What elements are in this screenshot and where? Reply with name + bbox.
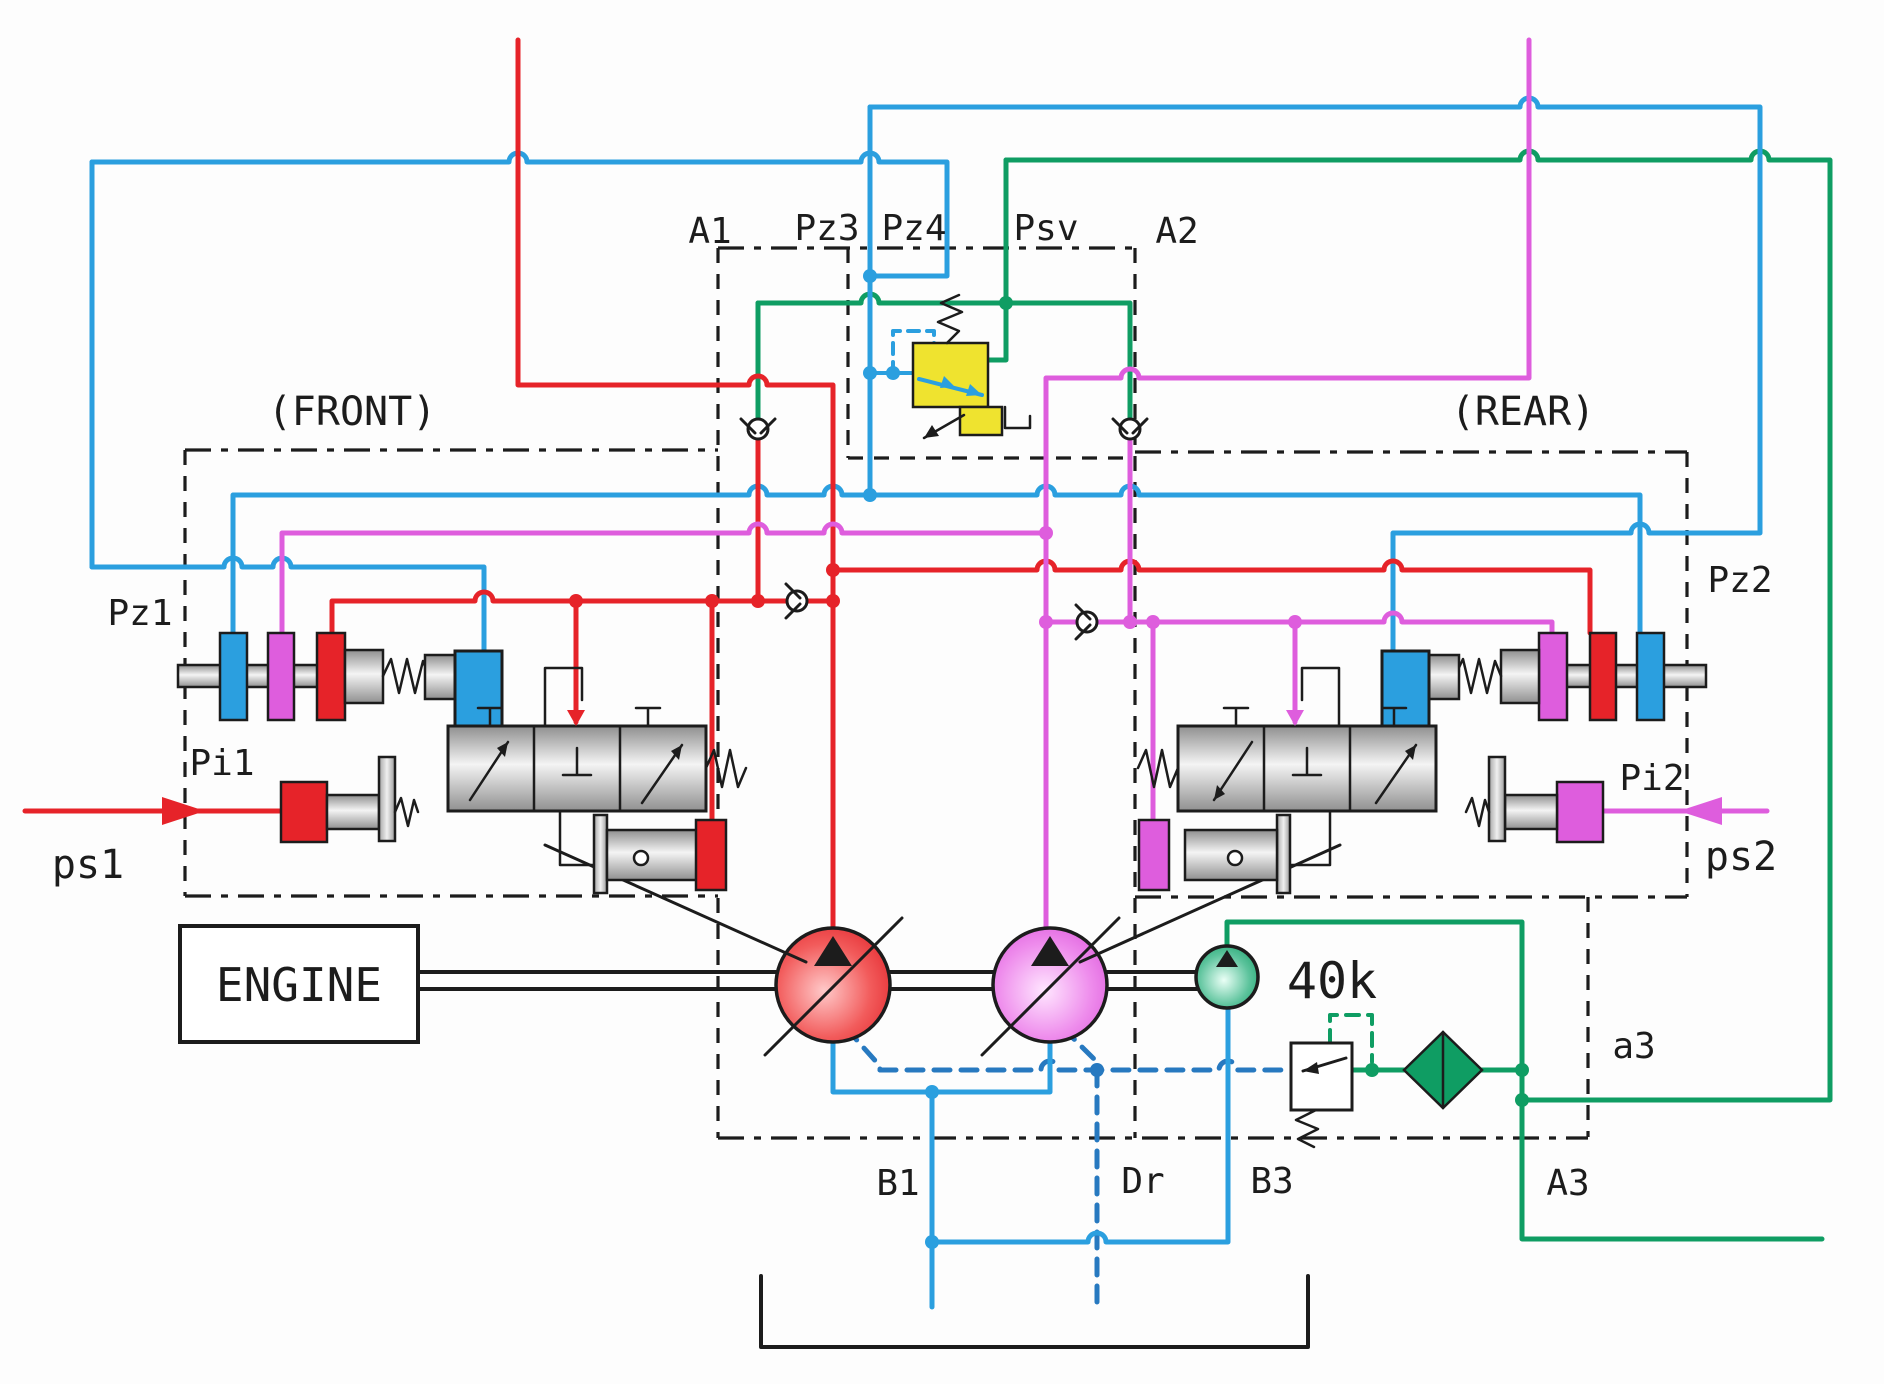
drive-shaft bbox=[416, 970, 1199, 991]
front-servo-piston bbox=[176, 631, 504, 742]
junction-dots bbox=[569, 269, 1529, 1249]
label-ps2: ps2 bbox=[1705, 834, 1777, 880]
front-follower-piston bbox=[592, 813, 728, 895]
port-labels: A1 Pz3 Pz4 Psv A2 (FRONT) (REAR) Pz1 Pz2… bbox=[52, 208, 1777, 1204]
label-dr: Dr bbox=[1121, 1161, 1164, 1202]
solenoid-valve-icon bbox=[911, 293, 1032, 440]
ps1-arrow bbox=[162, 797, 205, 825]
label-pz1: Pz1 bbox=[107, 593, 172, 634]
label-a3: A3 bbox=[1546, 1163, 1589, 1204]
rear-follower-piston bbox=[1137, 813, 1292, 895]
label-b3: B3 bbox=[1250, 1161, 1293, 1202]
relief-valve-icon bbox=[1289, 1041, 1354, 1149]
label-b1: B1 bbox=[876, 1163, 919, 1204]
label-rear: (REAR) bbox=[1451, 389, 1596, 435]
front-spool-valve bbox=[446, 666, 748, 867]
label-a3-pilot: a3 bbox=[1612, 1026, 1655, 1067]
rear-pi-piston bbox=[1464, 755, 1605, 844]
check-valve-icon bbox=[739, 417, 777, 441]
check-valve-icon bbox=[1074, 603, 1099, 641]
tank-icon bbox=[759, 1274, 1310, 1349]
check-valve-icon bbox=[784, 582, 809, 620]
engine-label: ENGINE bbox=[216, 958, 382, 1012]
rear-pump-icon bbox=[980, 916, 1121, 1057]
engine-box: ENGINE bbox=[178, 924, 420, 1044]
rear-spool-valve bbox=[1136, 666, 1438, 867]
front-pi-piston bbox=[279, 755, 420, 844]
rear-servo-piston bbox=[1380, 631, 1708, 742]
pilot-valve-subblock-border bbox=[846, 248, 1135, 460]
gear-pump-icon bbox=[1194, 944, 1260, 1010]
front-pump-icon bbox=[763, 916, 904, 1057]
label-a2: A2 bbox=[1155, 211, 1198, 252]
label-a1: A1 bbox=[688, 211, 731, 252]
label-pi1: Pi1 bbox=[189, 743, 254, 784]
pilot-lines-magenta bbox=[279, 37, 1770, 931]
label-pz3: Pz3 bbox=[794, 208, 859, 249]
label-40k: 40k bbox=[1287, 952, 1377, 1010]
suction-lines bbox=[830, 1005, 1231, 1310]
label-pz4: Pz4 bbox=[881, 208, 946, 249]
label-pz2: Pz2 bbox=[1707, 560, 1772, 601]
pilot-lines-blue bbox=[89, 95, 1763, 654]
pilot-supply-lines-green bbox=[755, 148, 1833, 1242]
ps2-arrow bbox=[1679, 797, 1722, 825]
filter-icon bbox=[1402, 1030, 1484, 1110]
label-psv: Psv bbox=[1013, 208, 1078, 249]
check-valve-icon bbox=[1111, 417, 1149, 441]
label-ps1: ps1 bbox=[52, 842, 124, 888]
label-pi2: Pi2 bbox=[1619, 758, 1684, 799]
label-front: (FRONT) bbox=[268, 389, 437, 435]
